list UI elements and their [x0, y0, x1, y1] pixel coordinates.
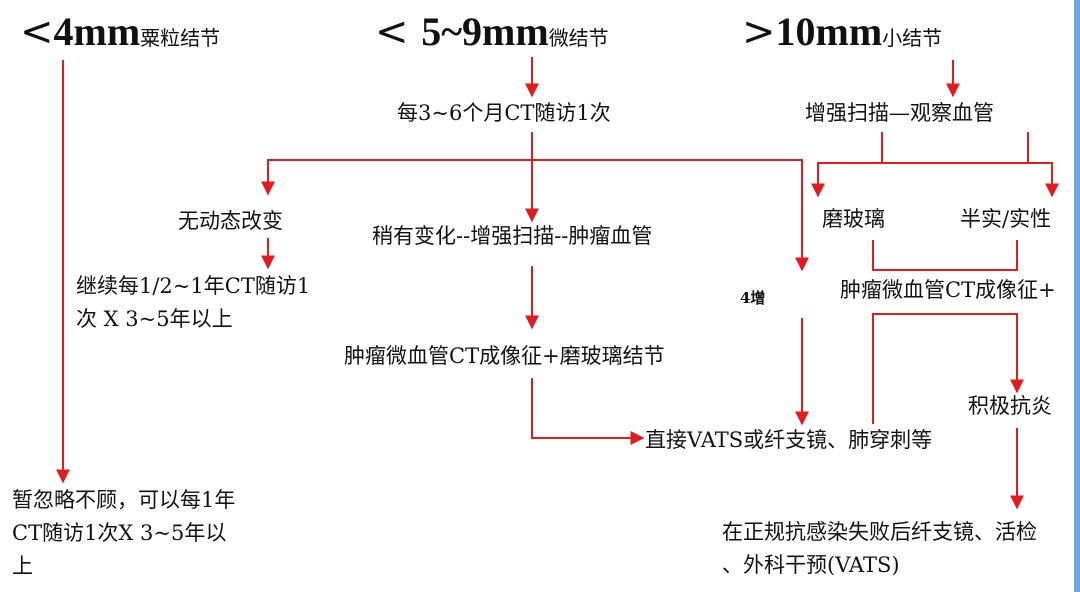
- branch-enhanced-right: [1027, 132, 1059, 198]
- node-ground-glass: 磨玻璃: [822, 207, 885, 231]
- slide-edge-border: [1074, 0, 1080, 592]
- node-tumor-sign-ggo: 肿瘤微血管CT成像征+磨玻璃结节: [344, 344, 665, 368]
- node-tumor-sign-right: 肿瘤微血管CT成像征+: [840, 278, 1056, 302]
- size-10mm: 10mm: [775, 9, 883, 54]
- node-active-antiinflam: 积极抗炎: [968, 394, 1052, 418]
- node-increase: 4增: [740, 289, 766, 307]
- arrow-tumor-sign-to-vats: [531, 378, 645, 445]
- size-4mm: 4mm: [53, 9, 141, 54]
- header-large: >10mm小结节: [742, 9, 943, 55]
- branch-left-right: [267, 159, 809, 272]
- greater-than-symbol: >: [742, 9, 776, 55]
- label-micro-nodule: 微结节: [548, 26, 609, 50]
- node-ignore: 暂忽略不顾，可以每1年CT随访1次X 3~5年以上: [12, 488, 236, 578]
- node-followup-3-6: 每3~6个月CT随访1次: [397, 101, 611, 125]
- size-5-9mm: 5~9mm: [421, 9, 549, 54]
- node-no-change: 无动态改变: [178, 209, 283, 233]
- node-continue-followup: 继续每1/2~1年CT随访1次 X 3~5年以上: [76, 274, 311, 331]
- header-small: <4mm粟粒结节: [20, 9, 221, 55]
- node-after-fail: 在正规抗感染失败后纤支镜、活检 、外科干预(VATS): [722, 520, 1037, 577]
- node-direct-vats: 直接VATS或纤支镜、肺穿刺等: [645, 428, 933, 452]
- label-millet-nodule: 粟粒结节: [140, 26, 221, 50]
- join-ggo-solid: [872, 240, 1018, 271]
- less-than-symbol: <: [20, 9, 54, 55]
- split-tumor-sign: [872, 313, 1024, 424]
- node-enhanced-scan: 增强扫描—观察血管: [805, 101, 994, 125]
- node-slight-change: 稍有变化--增强扫描--肿瘤血管: [372, 224, 653, 248]
- header-medium: < 5~9mm微结节: [375, 9, 609, 55]
- less-than-symbol: <: [375, 9, 422, 55]
- branch-enhanced: [811, 132, 883, 198]
- node-semi-solid: 半实/实性: [960, 207, 1052, 231]
- label-small-nodule: 小结节: [882, 26, 943, 50]
